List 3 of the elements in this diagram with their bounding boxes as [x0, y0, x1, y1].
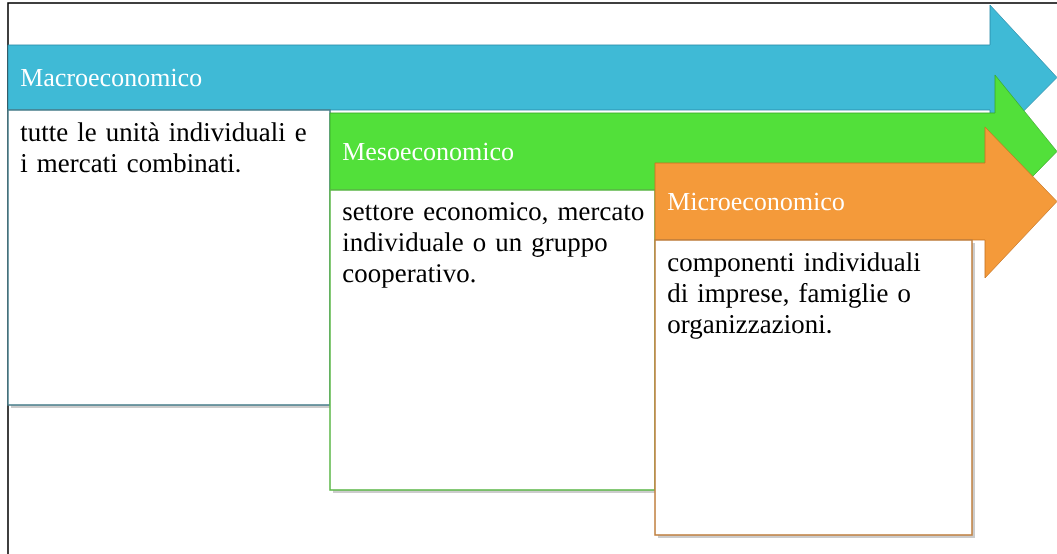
text-box: tutte le unità individuali e i mercati combinati.	[7, 109, 333, 408]
text-box: componenti individuali di imprese, famiglie o organizzazioni.	[654, 239, 975, 538]
text-box: settore economico, mercato individuale o un gruppo cooperativo.	[329, 189, 658, 493]
